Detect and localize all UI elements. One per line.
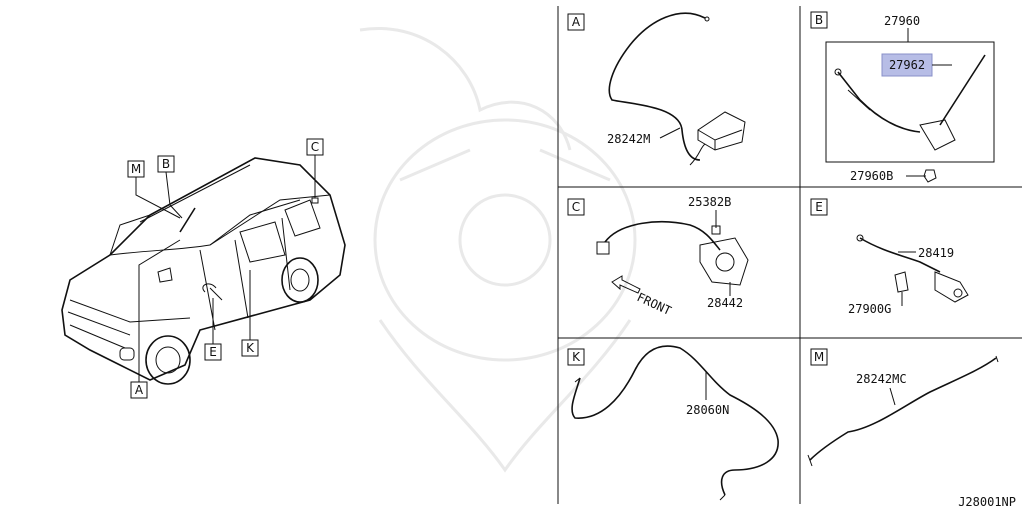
svg-text:B: B xyxy=(162,157,170,171)
panel-K: K 28060N xyxy=(567,345,779,501)
callout-C[interactable]: C xyxy=(306,138,324,198)
panel-A: A 28242M xyxy=(567,12,746,166)
callout-B[interactable]: B xyxy=(157,155,183,219)
panel-grid xyxy=(557,6,1022,504)
front-direction-label: FRONT xyxy=(635,290,674,318)
panel-M: M 28242MC xyxy=(807,348,999,467)
panel-C: C 25382B 28442 FRONT xyxy=(567,195,749,318)
svg-text:A: A xyxy=(135,383,144,397)
part-label-27900G: 27900G xyxy=(848,302,891,316)
part-label-28442: 28442 xyxy=(707,296,743,310)
callout-M[interactable]: M xyxy=(127,160,181,219)
svg-text:E: E xyxy=(209,345,217,359)
svg-text:A: A xyxy=(572,15,581,29)
svg-text:E: E xyxy=(815,200,823,214)
svg-text:K: K xyxy=(572,350,581,364)
vehicle-drawing xyxy=(61,157,346,385)
svg-text:C: C xyxy=(311,140,319,154)
callout-K[interactable]: K xyxy=(241,270,259,357)
watermark-logo xyxy=(359,27,637,473)
part-label-25382B: 25382B xyxy=(688,195,731,209)
callout-E[interactable]: E xyxy=(204,298,222,361)
part-label-27960: 27960 xyxy=(884,14,920,28)
diagram-code: J28001NP xyxy=(958,495,1016,509)
part-label-27960B: 27960B xyxy=(850,169,893,183)
part-label-28419: 28419 xyxy=(918,246,954,260)
svg-text:C: C xyxy=(572,200,580,214)
panel-E: E 28419 27900G xyxy=(810,198,969,316)
part-label-27962[interactable]: 27962 xyxy=(889,58,925,72)
part-label-28242M: 28242M xyxy=(607,132,650,146)
front-arrow-icon xyxy=(611,275,641,294)
callout-A[interactable]: A xyxy=(130,239,181,399)
panel-B: B 27960 27962 27960B xyxy=(810,11,995,183)
part-label-28060N: 28060N xyxy=(686,403,729,417)
part-label-28242MC: 28242MC xyxy=(856,372,907,386)
svg-text:B: B xyxy=(815,13,823,27)
svg-text:M: M xyxy=(814,350,824,364)
svg-text:M: M xyxy=(131,162,141,176)
svg-text:K: K xyxy=(246,341,255,355)
